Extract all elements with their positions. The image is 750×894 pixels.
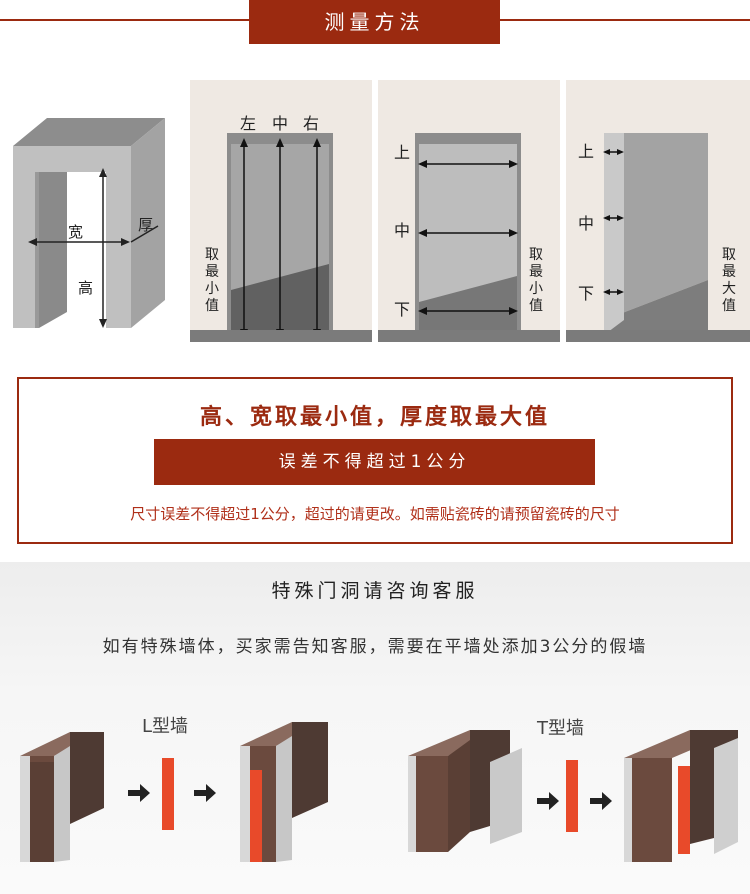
width-measure-svg: [227, 133, 333, 342]
arrow-icon: [590, 792, 612, 810]
door-frame-svg: [13, 118, 165, 328]
label-center: 中: [272, 114, 289, 133]
height-measure-svg: [415, 133, 521, 342]
wall-illustrations: [20, 722, 738, 862]
floor-strip: [190, 330, 372, 342]
door-frame-diagram: 宽 高 厚: [0, 80, 190, 342]
l-wall-before: [20, 732, 104, 862]
l-wall-filler-piece: [162, 758, 174, 830]
label-right: 右: [303, 114, 320, 133]
label-top: 上: [394, 143, 411, 162]
thickness-measure-svg: [603, 133, 708, 342]
thickness-measure-panel: 上 中 下 取最 大值: [566, 80, 750, 342]
measure-rule-box: 高、宽取最小值，厚度取最大值 误差不得超过1公分 尺寸误差不得超过1公分，超过的…: [17, 377, 733, 544]
l-wall-label: L型墙: [142, 716, 189, 737]
header-line-left: [0, 19, 249, 21]
t-wall-filler-piece: [566, 760, 578, 832]
t-wall-label: T型墙: [537, 718, 584, 739]
arrow-icon: [128, 784, 150, 802]
floor-strip: [378, 330, 560, 342]
special-title: 特殊门洞请咨询客服: [271, 580, 479, 602]
width-label: 宽: [68, 223, 84, 241]
tolerance-banner: 误差不得超过1公分: [154, 439, 595, 485]
floor-strip: [566, 330, 750, 342]
width-measure-panel: 左 中 右 取最 小值: [190, 80, 372, 342]
height-measure-panel: 上 中 下 取最 小值: [378, 80, 560, 342]
label-left: 左: [240, 114, 257, 133]
arrow-icon: [194, 784, 216, 802]
thickness-label: 厚: [138, 216, 154, 234]
special-wall-section: 特殊门洞请咨询客服 如有特殊墙体，买家需告知客服，需要在平墙处添加3公分的假墙 …: [0, 562, 750, 894]
page-title: 测量方法: [249, 0, 500, 44]
rule-note: 尺寸误差不得超过1公分，超过的请更改。如需贴瓷砖的请预留瓷砖的尺寸: [130, 505, 620, 523]
height-label: 高: [78, 279, 94, 297]
take-min-note: 取最 小值: [529, 247, 543, 314]
take-max-note: 取最 大值: [722, 247, 736, 314]
label-middle: 中: [394, 221, 411, 240]
t-wall-after: [624, 730, 738, 862]
label-middle: 中: [578, 214, 595, 233]
t-wall-before: [408, 730, 522, 852]
rule-title: 高、宽取最小值，厚度取最大值: [199, 405, 550, 430]
take-min-note: 取最 小值: [205, 247, 219, 314]
label-bottom: 下: [578, 284, 595, 303]
special-subtitle: 如有特殊墙体，买家需告知客服，需要在平墙处添加3公分的假墙: [102, 637, 648, 657]
label-top: 上: [578, 142, 595, 161]
arrow-icon: [537, 792, 559, 810]
header-line-right: [500, 19, 750, 21]
label-bottom: 下: [394, 300, 411, 319]
l-wall-after: [240, 722, 328, 862]
